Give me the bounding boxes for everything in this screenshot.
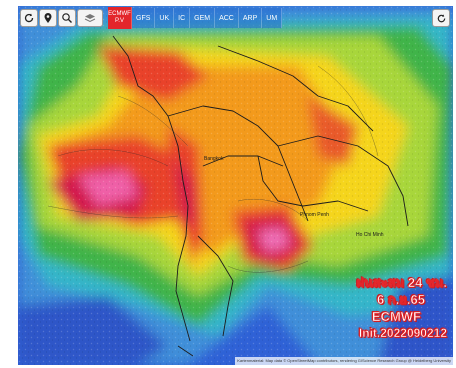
tab-um[interactable]: UM xyxy=(262,8,283,28)
layers-button[interactable] xyxy=(77,9,103,27)
layers-icon xyxy=(84,14,96,23)
zoom-button[interactable] xyxy=(58,9,76,27)
tab-acc[interactable]: ACC xyxy=(215,8,239,28)
tab-uk[interactable]: UK xyxy=(155,8,175,28)
caption-accumulation: ฝนสะสม 24 ชม. xyxy=(356,275,447,291)
refresh-button[interactable] xyxy=(20,9,38,27)
map-place-label: Bangkok xyxy=(204,156,224,162)
country-borders xyxy=(112,35,409,357)
caption-date: 6 ก.ย.65 xyxy=(376,292,426,308)
tab-gfs[interactable]: GFS xyxy=(132,8,156,28)
tab-gem[interactable]: GEM xyxy=(190,8,216,28)
rainfall-map[interactable] xyxy=(18,6,453,365)
reload-button[interactable] xyxy=(432,9,450,27)
model-tabs: ECMWF P.V GFS UK IC GEM ACC ARP UM xyxy=(108,7,283,29)
tab-ecmwf[interactable]: ECMWF P.V xyxy=(108,7,132,29)
caption-model: ECMWF xyxy=(371,309,422,325)
map-frame: Bangkok Phnom Penh Ho Chi Minh ECMWF P.V… xyxy=(18,6,453,365)
map-toolbar: ECMWF P.V GFS UK IC GEM ACC ARP UM xyxy=(18,6,283,30)
caption-init-time: Init.2022090212 xyxy=(358,326,448,341)
texture-layer xyxy=(18,6,453,365)
map-place-label: Phnom Penh xyxy=(300,212,329,218)
map-place-label: Ho Chi Minh xyxy=(356,232,384,238)
zoom-icon xyxy=(62,13,72,23)
location-button[interactable] xyxy=(39,9,57,27)
reload-icon xyxy=(437,13,445,22)
contour-lines xyxy=(47,65,379,273)
location-pin-icon xyxy=(44,13,52,23)
map-attribution[interactable]: Kartenmaterial: Map data © OpenStreetMap… xyxy=(235,357,453,365)
tab-ic[interactable]: IC xyxy=(174,8,191,28)
refresh-icon xyxy=(24,13,34,23)
tab-arp[interactable]: ARP xyxy=(238,8,263,28)
forecast-caption: ฝนสะสม 24 ชม. 6 ก.ย.65 ECMWF Init.202209… xyxy=(356,274,447,342)
